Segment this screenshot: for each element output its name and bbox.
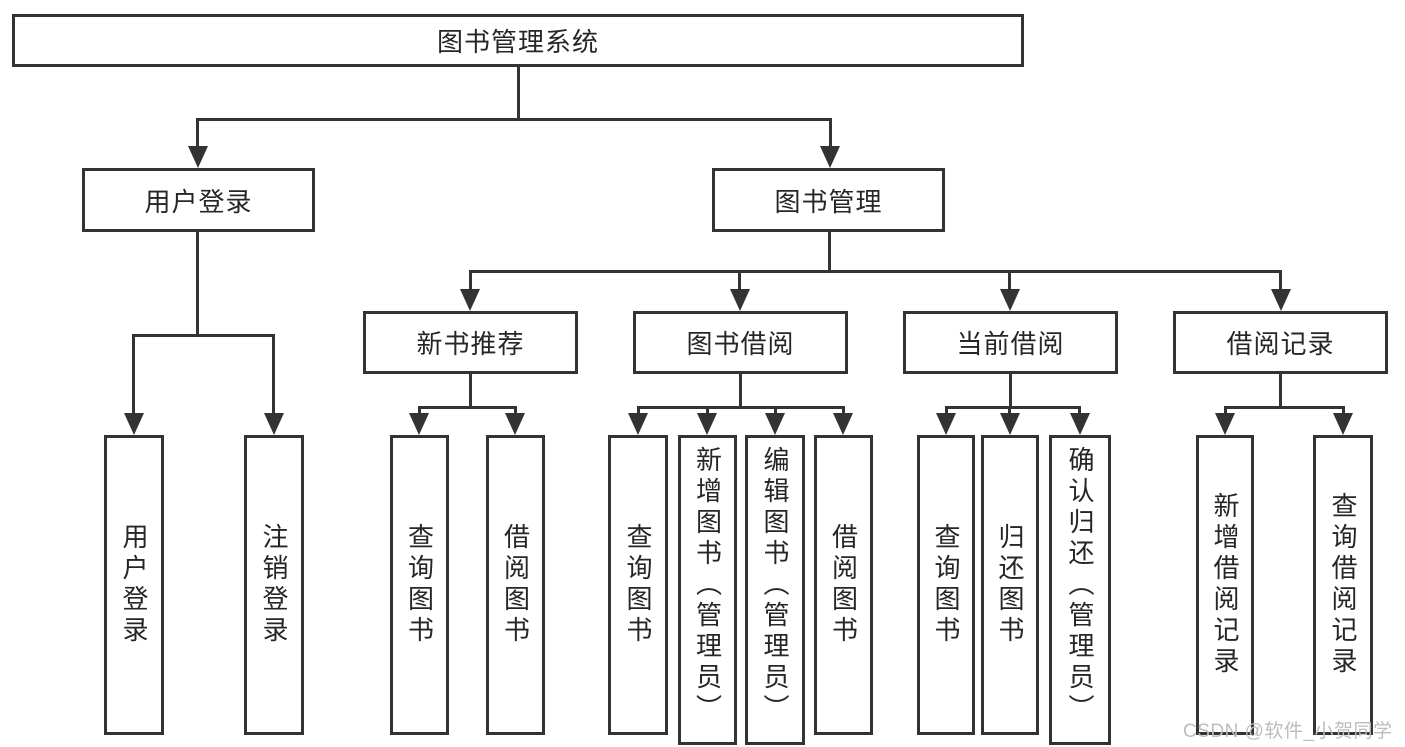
arrowhead-icon <box>505 413 525 435</box>
leaf-query-borrow-record: 查询借阅记录 <box>1313 435 1373 735</box>
arrowhead-icon <box>264 413 284 435</box>
node-book-borrowing: 图书借阅 <box>633 311 848 374</box>
leaf-user-login-label: 用户登录 <box>119 523 149 647</box>
connector-line <box>418 406 517 409</box>
connector-line <box>706 406 709 416</box>
arrowhead-icon <box>460 289 480 311</box>
csdn-watermark: CSDN @软件_小贺同学 <box>1183 721 1393 742</box>
arrowhead-icon <box>820 146 840 168</box>
node-user-login-label: 用户登录 <box>144 186 253 217</box>
arrowhead-icon <box>124 413 144 435</box>
connector-line <box>514 406 517 416</box>
leaf-logout: 注销登录 <box>244 435 304 735</box>
connector-line <box>828 232 831 272</box>
leaf-edit-books-admin: 编辑图书（管理员） <box>745 435 805 745</box>
arrowhead-icon <box>730 289 750 311</box>
leaf-query-borrow-record-label: 查询借阅记录 <box>1328 492 1358 678</box>
leaf-add-borrow-record-label: 新增借阅记录 <box>1210 492 1240 678</box>
leaf-user-login: 用户登录 <box>104 435 164 735</box>
leaf-return-books: 归还图书 <box>981 435 1039 735</box>
leaf-add-books-admin-label: 新增图书（管理员） <box>692 446 723 725</box>
connector-line <box>132 334 135 415</box>
connector-line <box>469 270 1282 273</box>
arrowhead-icon <box>1215 413 1235 435</box>
connector-line <box>774 406 777 416</box>
leaf-borrow-books-borrowing-label: 借阅图书 <box>828 523 859 647</box>
connector-line <box>1224 406 1345 409</box>
node-book-management: 图书管理 <box>712 168 945 232</box>
connector-line <box>842 406 845 416</box>
node-new-book-recommend: 新书推荐 <box>363 311 578 374</box>
arrowhead-icon <box>833 413 853 435</box>
leaf-query-books-current: 查询图书 <box>917 435 975 735</box>
leaf-query-books-borrowing: 查询图书 <box>608 435 668 735</box>
connector-line <box>196 118 832 121</box>
connector-line <box>196 118 199 149</box>
arrowhead-icon <box>697 413 717 435</box>
node-new-book-recommend-label: 新书推荐 <box>416 329 525 359</box>
leaf-query-books-recommend-label: 查询图书 <box>404 523 435 647</box>
leaf-confirm-return-admin-label: 确认归还（管理员） <box>1065 446 1095 725</box>
arrowhead-icon <box>1333 413 1353 435</box>
connector-line <box>1008 270 1011 291</box>
connector-line <box>1279 374 1282 409</box>
arrowhead-icon <box>936 413 956 435</box>
arrowhead-icon <box>765 413 785 435</box>
connector-line <box>196 232 199 337</box>
connector-line <box>1224 406 1227 416</box>
node-library-system-label: 图书管理系统 <box>436 27 599 57</box>
leaf-add-borrow-record: 新增借阅记录 <box>1196 435 1254 735</box>
leaf-return-books-label: 归还图书 <box>995 523 1025 647</box>
arrowhead-icon <box>409 413 429 435</box>
leaf-query-books-current-label: 查询图书 <box>931 523 961 647</box>
connector-line <box>829 118 832 149</box>
arrowhead-icon <box>1271 289 1291 311</box>
arrowhead-icon <box>1000 289 1020 311</box>
connector-line <box>945 406 948 416</box>
leaf-query-books-borrowing-label: 查询图书 <box>623 523 653 647</box>
connector-line <box>272 334 275 415</box>
connector-line <box>1342 406 1345 416</box>
leaf-borrow-books-borrowing: 借阅图书 <box>814 435 873 735</box>
connector-line <box>637 406 845 409</box>
connector-line <box>517 66 520 120</box>
node-book-borrowing-label: 图书借阅 <box>686 329 795 359</box>
node-current-borrowing-label: 当前借阅 <box>956 329 1065 359</box>
connector-line <box>132 334 275 337</box>
arrowhead-icon <box>1000 413 1020 435</box>
leaf-confirm-return-admin: 确认归还（管理员） <box>1049 435 1111 745</box>
connector-line <box>469 270 472 291</box>
leaf-query-books-recommend: 查询图书 <box>390 435 449 735</box>
connector-line <box>418 406 421 416</box>
connector-line <box>1279 270 1282 291</box>
arrowhead-icon <box>188 146 208 168</box>
connector-line <box>637 406 640 416</box>
node-borrow-records-label: 借阅记录 <box>1226 329 1335 359</box>
connector-line <box>469 374 472 409</box>
connector-line <box>738 270 741 291</box>
node-library-system: 图书管理系统 <box>12 14 1024 67</box>
connector-line <box>945 406 1081 409</box>
node-borrow-records: 借阅记录 <box>1173 311 1388 374</box>
leaf-logout-label: 注销登录 <box>259 523 289 647</box>
connector-line <box>1008 406 1011 416</box>
leaf-add-books-admin: 新增图书（管理员） <box>678 435 737 745</box>
node-user-login: 用户登录 <box>82 168 315 232</box>
arrowhead-icon <box>628 413 648 435</box>
arrowhead-icon <box>1070 413 1090 435</box>
connector-line <box>1078 406 1081 416</box>
leaf-edit-books-admin-label: 编辑图书（管理员） <box>760 446 790 725</box>
node-book-management-label: 图书管理 <box>774 186 883 217</box>
node-current-borrowing: 当前借阅 <box>903 311 1118 374</box>
leaf-borrow-books-recommend: 借阅图书 <box>486 435 545 735</box>
leaf-borrow-books-recommend-label: 借阅图书 <box>500 523 531 647</box>
connector-line <box>1009 374 1012 409</box>
connector-line <box>739 374 742 409</box>
